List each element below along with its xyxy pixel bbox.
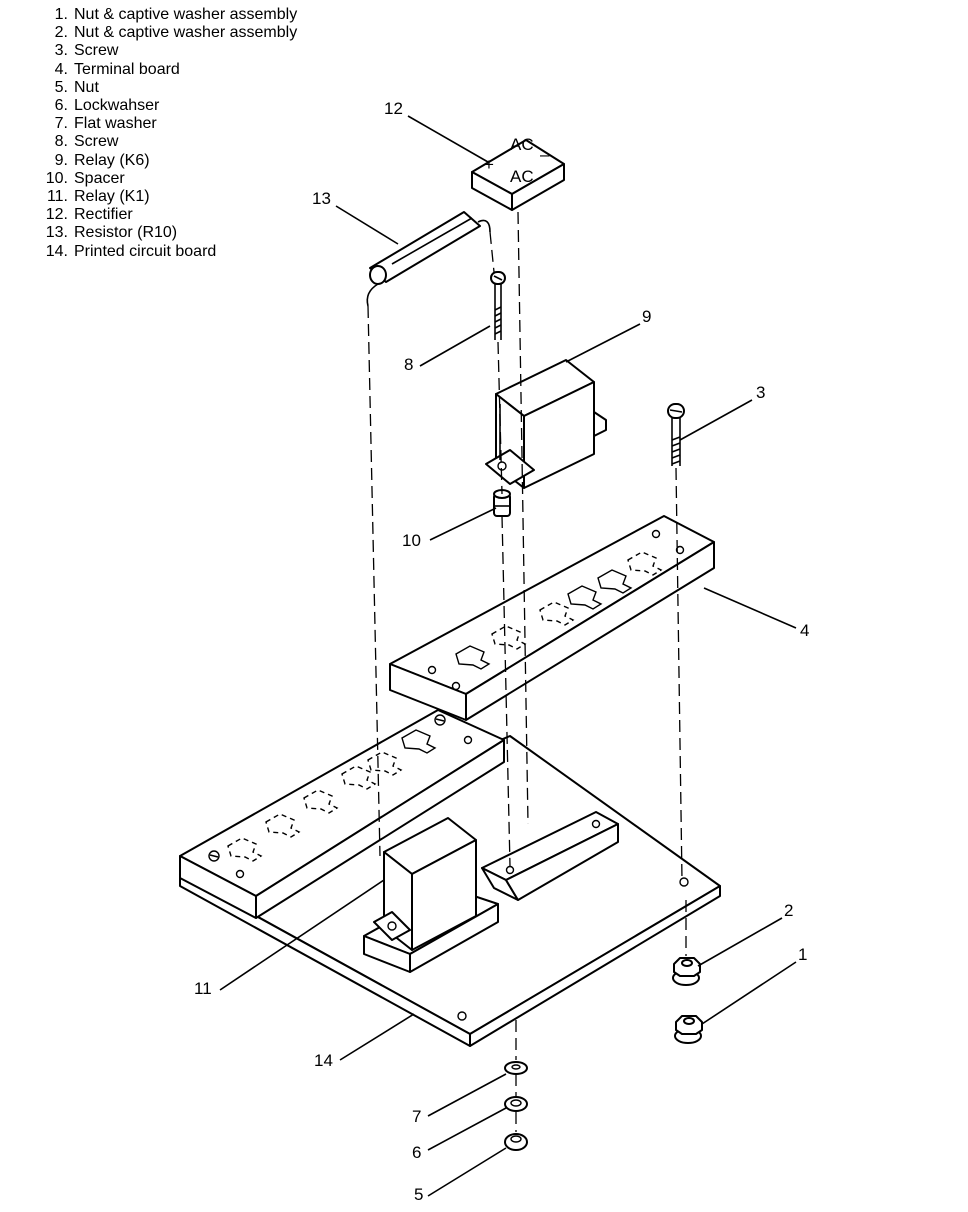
rectifier-plus-mark: + — [484, 155, 494, 174]
parts-legend-label: Printed circuit board — [74, 242, 217, 260]
lockwasher — [504, 1096, 528, 1112]
rectifier: + – AC AC — [471, 135, 565, 211]
parts-legend-item: 6. Lockwahser — [42, 97, 297, 115]
screw-3 — [667, 403, 685, 466]
rectifier-minus-mark: – — [540, 145, 550, 164]
parts-legend-label: Lockwahser — [74, 97, 160, 115]
parts-legend-item: 9. Relay (K6) — [42, 152, 297, 170]
parts-legend-label: Nut & captive washer assembly — [74, 6, 298, 23]
parts-legend-number: 6. — [54, 97, 68, 115]
callout-11: 11 — [194, 979, 212, 998]
callout-13: 13 — [312, 189, 331, 208]
nut-5 — [504, 1133, 528, 1151]
callout-7: 7 — [412, 1107, 421, 1126]
parts-legend-item: 7. Flat washer — [42, 115, 297, 133]
mounted-terminal-pads — [227, 729, 437, 862]
parts-legend-number: 8. — [54, 133, 68, 151]
parts-legend-number: 3. — [54, 42, 68, 60]
nut-captive-washer-2 — [672, 957, 701, 986]
parts-legend-label: Relay (K1) — [74, 188, 150, 206]
callout-1: 1 — [798, 945, 807, 964]
parts-legend-item: 8. Screw — [42, 133, 297, 151]
rectifier-ac-top-mark: AC — [510, 135, 534, 154]
callout-8: 8 — [404, 355, 413, 374]
parts-legend-number: 13. — [45, 224, 68, 242]
callout-4: 4 — [800, 621, 809, 640]
relay-k6 — [485, 359, 607, 489]
parts-legend-number: 4. — [54, 60, 68, 78]
parts-legend-number: 12. — [45, 206, 68, 224]
callout-2: 2 — [784, 901, 793, 920]
assembly-lines — [367, 211, 687, 1132]
parts-legend-item: 3. Screw — [42, 42, 297, 60]
parts-legend-label: Nut & captive washer assembly — [74, 24, 298, 42]
relay-k1 — [363, 817, 499, 973]
parts-legend-label: Rectifier — [74, 206, 133, 224]
parts-legend-label: Spacer — [74, 169, 125, 187]
parts-legend-item: 13. Resistor (R10) — [42, 224, 297, 242]
parts-legend-item: 2. Nut & captive washer assembly — [42, 24, 298, 42]
parts-legend: 1. Nut & captive washer assembly 2. Nut & c… — [42, 6, 297, 261]
parts-legend-label: Screw — [74, 133, 119, 151]
parts-legend-label: Relay (K6) — [74, 151, 150, 169]
resistor-r10 — [366, 211, 491, 307]
parts-legend-number: 1. — [54, 6, 68, 23]
parts-legend-label: Nut — [74, 78, 99, 96]
flat-washer — [504, 1061, 528, 1075]
parts-legend-label: Resistor (R10) — [74, 224, 178, 242]
callout-5: 5 — [414, 1185, 423, 1204]
callout-3: 3 — [756, 383, 765, 402]
parts-legend-item: 1. Nut & captive washer assembly — [42, 6, 298, 24]
parts-legend-item: 5. Nut — [42, 79, 297, 97]
parts-legend-label: Terminal board — [74, 60, 180, 78]
parts-legend-number: 11. — [46, 188, 68, 206]
callout-6: 6 — [412, 1143, 421, 1162]
parts-legend-number: 9. — [54, 151, 68, 169]
terminal-pads — [455, 551, 663, 670]
parts-legend-number: 7. — [54, 115, 68, 133]
nut-captive-washer-1 — [674, 1015, 703, 1044]
callout-9: 9 — [642, 307, 651, 326]
callout-14: 14 — [314, 1051, 333, 1070]
parts-legend-number: 5. — [54, 78, 68, 96]
parts-legend-item: 11. Relay (K1) — [42, 188, 297, 206]
relay-socket-block — [481, 811, 619, 901]
callout-10: 10 — [402, 531, 421, 550]
parts-legend-item: 10. Spacer — [42, 170, 297, 188]
leader-lines — [219, 115, 797, 1197]
callout-numbers: 12 13 8 9 3 10 4 2 1 11 14 7 6 5 — [194, 99, 809, 1204]
callout-12: 12 — [384, 99, 403, 118]
parts-legend-number: 10. — [45, 169, 68, 187]
terminal-board — [389, 515, 715, 721]
parts-legend-item: 14. Printed circuit board — [42, 243, 297, 261]
screw-8 — [490, 271, 506, 340]
parts-legend-label: Flat washer — [74, 115, 157, 133]
parts-legend-item: 4. Terminal board — [42, 61, 297, 79]
parts-legend-number: 14. — [45, 242, 68, 260]
parts-legend-item: 12. Rectifier — [42, 206, 297, 224]
parts-legend-label: Screw — [74, 42, 119, 60]
parts-legend-number: 2. — [54, 24, 68, 42]
rectifier-ac-bottom-mark: AC — [510, 167, 534, 186]
